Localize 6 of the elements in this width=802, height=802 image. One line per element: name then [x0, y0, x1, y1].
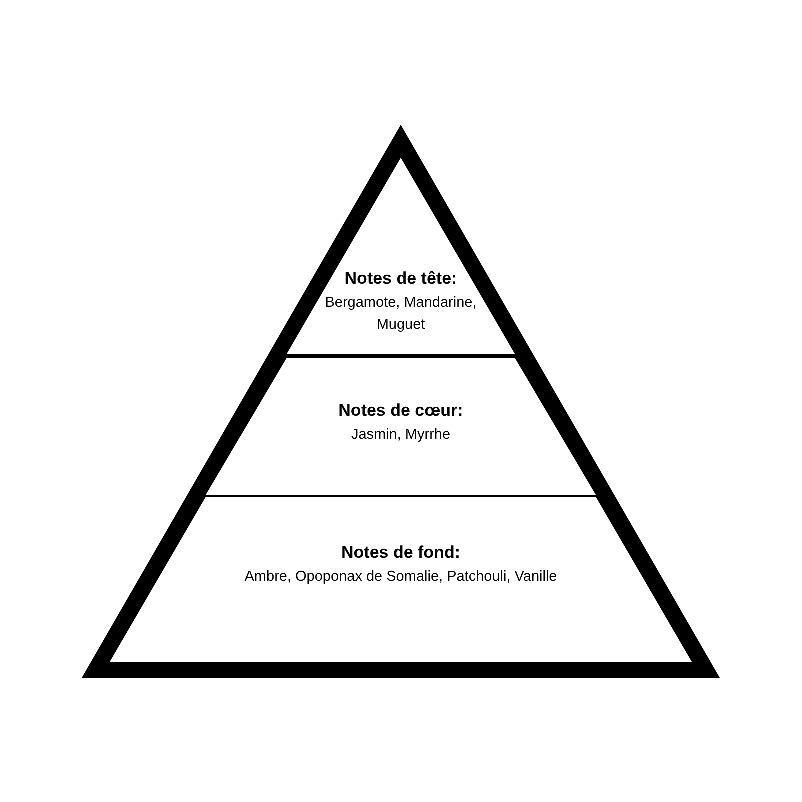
band-notes: Ambre, Opoponax de Somalie, Patchouli, Vanille [244, 568, 558, 587]
band-heading: Notes de fond: [342, 542, 460, 564]
band-notes: Bergamote, Mandarine, Muguet [324, 294, 478, 335]
band-heading: Notes de cœur: [338, 400, 464, 422]
band-heading: Notes de tête: [344, 268, 458, 290]
band-notes: Jasmin, Myrrhe [351, 426, 451, 445]
